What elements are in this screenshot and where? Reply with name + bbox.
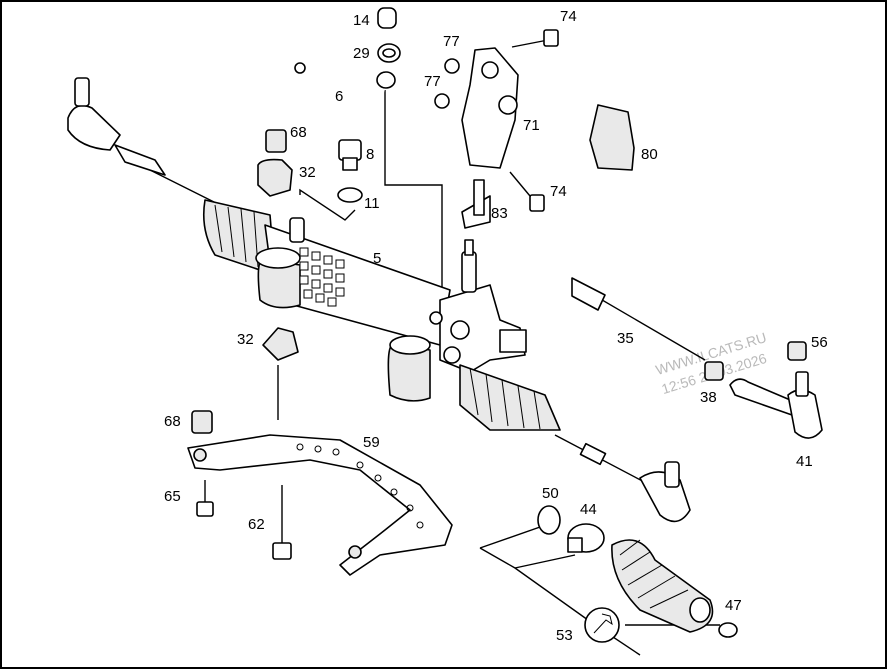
part-32-mount-upper — [257, 158, 293, 197]
part-47-clip — [718, 622, 738, 638]
part-74-bolt-upper — [511, 29, 559, 48]
right-boot — [459, 364, 561, 431]
callout-62[interactable]: 62 — [248, 516, 265, 533]
part-68-nut-lower — [191, 410, 213, 434]
callout-56[interactable]: 56 — [811, 334, 828, 351]
callout-35[interactable]: 35 — [617, 330, 634, 347]
part-53-wrench — [584, 607, 620, 643]
part-38-nut — [704, 361, 724, 381]
callout-65[interactable]: 65 — [164, 488, 181, 505]
callout-32-b[interactable]: 32 — [237, 331, 254, 348]
callout-68-b[interactable]: 68 — [164, 413, 181, 430]
steering-rack-assembly — [67, 77, 691, 523]
callout-41[interactable]: 41 — [796, 453, 813, 470]
callout-47[interactable]: 47 — [725, 597, 742, 614]
part-59-crossmember — [187, 434, 453, 576]
callout-29[interactable]: 29 — [353, 45, 370, 62]
callout-53[interactable]: 53 — [556, 627, 573, 644]
callout-74-a[interactable]: 74 — [560, 8, 577, 25]
callout-32-a[interactable]: 32 — [299, 164, 316, 181]
callout-71[interactable]: 71 — [523, 117, 540, 134]
part-14 — [377, 7, 397, 29]
callout-74-b[interactable]: 74 — [550, 183, 567, 200]
part-32-mount-lower — [262, 327, 299, 361]
callout-38[interactable]: 38 — [700, 389, 717, 406]
part-boot-kit — [611, 539, 714, 633]
callout-8[interactable]: 8 — [366, 146, 374, 163]
part-56-nut — [787, 341, 807, 361]
part-77 — [434, 58, 460, 109]
part-50-ring — [537, 505, 561, 535]
callout-77-a[interactable]: 77 — [443, 33, 460, 50]
callout-50[interactable]: 50 — [542, 485, 559, 502]
callout-14[interactable]: 14 — [353, 12, 370, 29]
part-35-inner-rod — [571, 277, 706, 361]
part-62-bolt — [272, 485, 292, 560]
callout-5[interactable]: 5 — [373, 250, 381, 267]
part-83 — [461, 179, 491, 229]
callout-11[interactable]: 11 — [364, 195, 380, 212]
callout-77-b[interactable]: 77 — [424, 73, 441, 90]
leader-lines — [277, 90, 720, 656]
callout-6[interactable]: 6 — [335, 88, 343, 105]
part-80-bracket — [589, 104, 635, 171]
part-44-clamp — [567, 523, 605, 553]
callout-80[interactable]: 80 — [641, 146, 658, 163]
callout-labels: 14 29 6 77 77 74 71 80 68 8 32 11 74 83 … — [164, 8, 828, 644]
part-65-bolt — [196, 480, 214, 517]
housing-ribs — [299, 247, 345, 307]
part-8-plug — [338, 139, 362, 171]
callout-68-a[interactable]: 68 — [290, 124, 307, 141]
part-6-pipe — [294, 62, 396, 127]
part-11-ring — [337, 187, 363, 203]
part-68-nut-upper — [265, 129, 287, 153]
part-29 — [377, 43, 401, 63]
callout-59[interactable]: 59 — [363, 434, 380, 451]
callout-44[interactable]: 44 — [580, 501, 597, 518]
part-41-tie-end — [729, 371, 823, 439]
part-71-joint — [461, 47, 519, 169]
callout-83[interactable]: 83 — [491, 205, 508, 222]
part-74-bolt-lower — [509, 171, 545, 212]
